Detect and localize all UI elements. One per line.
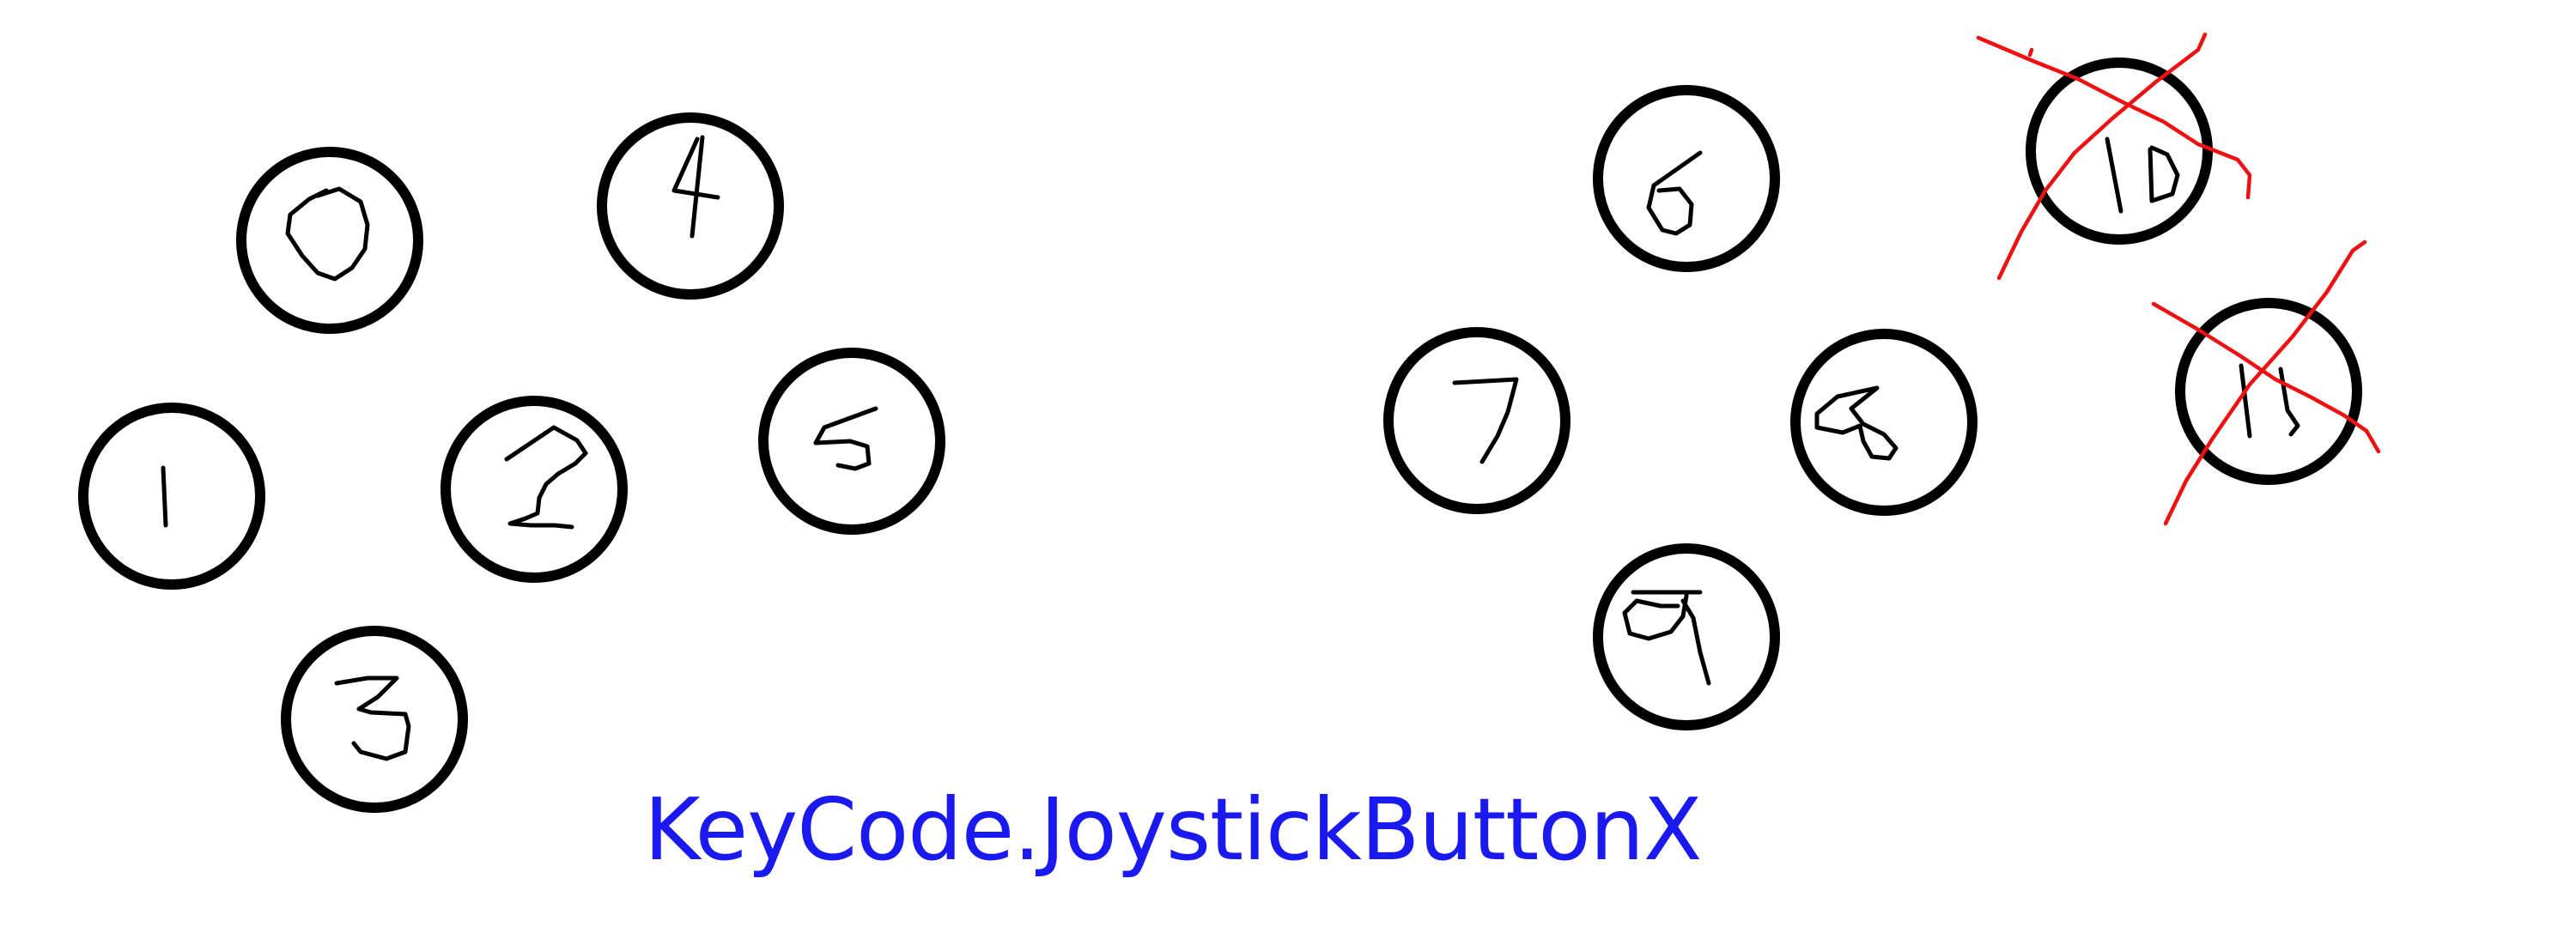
button-3: 3 — [0, 0, 468, 813]
button-8: 8 — [0, 0, 1978, 516]
caption-text: KeyCode.JoystickButtonX — [644, 779, 1702, 880]
button-5: 5 — [0, 0, 945, 535]
button-2: 2 — [0, 0, 628, 583]
button-2-digit — [504, 425, 588, 530]
button-5-label: 5 — [0, 0, 9, 3]
button-11: 11 — [0, 0, 2381, 526]
button-3-digit — [334, 676, 411, 761]
button-0-label: 0 — [0, 0, 9, 3]
button-4: 4 — [0, 0, 784, 300]
button-7-label: 7 — [0, 0, 9, 3]
button-9: 9 — [0, 0, 1780, 730]
button-6-ring — [1593, 85, 1780, 272]
button-3-ring — [281, 626, 468, 813]
button-2-ring — [440, 396, 628, 583]
button-1-digit — [161, 465, 168, 528]
button-5-digit — [813, 406, 878, 471]
button-4-ring — [597, 112, 784, 300]
button-8-digit — [1814, 385, 1899, 461]
button-0-ring — [236, 147, 423, 334]
button-11-label: 11 — [0, 0, 17, 3]
button-3-label: 3 — [0, 0, 9, 3]
button-6-label: 6 — [0, 0, 9, 3]
button-8-ring — [1790, 329, 1978, 516]
button-7: 7 — [0, 0, 1571, 514]
button-7-ring — [1383, 327, 1571, 514]
button-0-digit — [285, 186, 370, 282]
button-6: 6 — [0, 0, 1780, 272]
button-10: 10 — [0, 0, 2252, 281]
button-5-ring — [758, 348, 945, 535]
button-10-label: 10 — [0, 0, 17, 3]
button-1-ring — [78, 403, 265, 590]
button-11-digit — [2239, 363, 2300, 439]
button-10-digit — [2105, 136, 2180, 214]
button-10-ring — [2026, 58, 2213, 245]
button-9-digit — [1622, 590, 1711, 686]
button-11-ring — [2175, 298, 2362, 485]
button-11-cross-stroke-a — [2151, 301, 2381, 454]
button-1-label: 1 — [0, 0, 9, 3]
button-1: 1 — [0, 0, 265, 590]
button-7-digit — [1452, 377, 1519, 464]
button-6-digit — [1646, 150, 1703, 236]
button-2-label: 2 — [0, 0, 9, 3]
button-8-label: 8 — [0, 0, 9, 3]
button-4-digit — [671, 135, 720, 239]
button-11-cross-stroke-b — [2163, 239, 2367, 526]
button-10-cross-stroke-a — [1976, 35, 2252, 200]
button-9-ring — [1593, 543, 1780, 730]
button-10-cross-stroke-b — [1996, 32, 2208, 281]
button-0: 0 — [0, 0, 423, 334]
button-9-label: 9 — [0, 0, 9, 3]
button-4-label: 4 — [0, 0, 9, 3]
